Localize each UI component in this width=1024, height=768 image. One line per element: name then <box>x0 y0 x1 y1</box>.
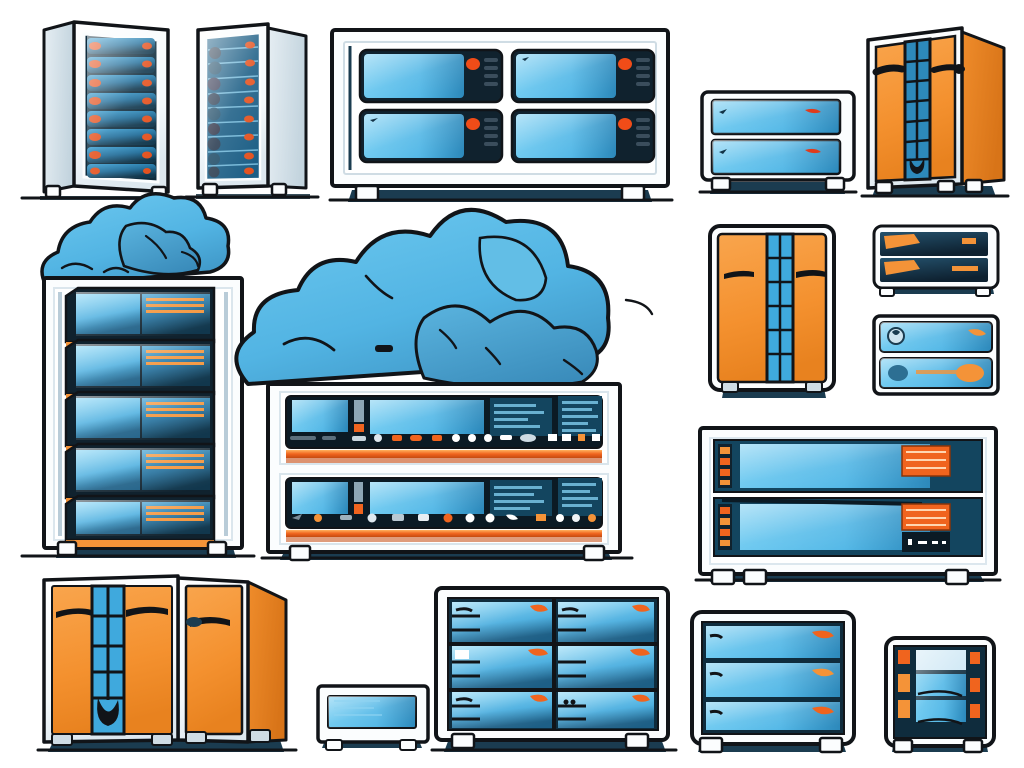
heat-sink <box>901 503 951 552</box>
dense-server-row <box>285 395 603 463</box>
object-cloud-large <box>234 207 654 390</box>
object-rack-two-bay-wide[interactable] <box>694 426 1002 586</box>
led-strip <box>718 504 732 550</box>
drive-bay-group <box>706 626 840 730</box>
mini-drive-group <box>898 650 980 726</box>
object-rack-three-bay[interactable] <box>690 610 856 754</box>
led-strip <box>718 444 732 488</box>
object-cabinet-orange-top[interactable] <box>860 26 1010 198</box>
shelf-server-group <box>64 286 216 547</box>
object-rack-tower-left[interactable] <box>20 20 190 200</box>
bay-module <box>713 497 983 557</box>
blade-server-module <box>358 48 504 104</box>
object-rack-five-shelf[interactable] <box>20 276 256 558</box>
object-cabinet-orange-mid[interactable] <box>708 224 836 398</box>
bay-module <box>713 439 983 493</box>
front-port-group <box>290 434 600 442</box>
object-appliance-slim-dual[interactable] <box>872 224 1000 297</box>
dense-server-row <box>285 477 603 542</box>
object-rack-six-blade[interactable] <box>430 586 678 752</box>
object-rack-mini-three-bay[interactable] <box>884 636 996 754</box>
blade-column <box>558 602 654 728</box>
blade-server-module <box>358 108 504 164</box>
blade-column <box>452 602 552 728</box>
object-cloud-small <box>40 192 231 288</box>
blade-server-module <box>510 48 656 104</box>
blade-server-module <box>510 108 656 164</box>
object-rack-tower-mid[interactable] <box>184 22 320 199</box>
heat-sink <box>901 445 951 477</box>
object-rack-cloud-servers[interactable] <box>260 382 634 562</box>
object-rack-quad-top[interactable] <box>328 28 674 202</box>
object-appliance-two-bay[interactable] <box>698 90 858 194</box>
object-cabinet-orange-pair[interactable] <box>36 574 298 752</box>
front-port-group <box>292 513 596 523</box>
object-appliance-disc-dual[interactable] <box>872 314 1000 396</box>
object-appliance-desktop-small[interactable] <box>316 684 430 751</box>
